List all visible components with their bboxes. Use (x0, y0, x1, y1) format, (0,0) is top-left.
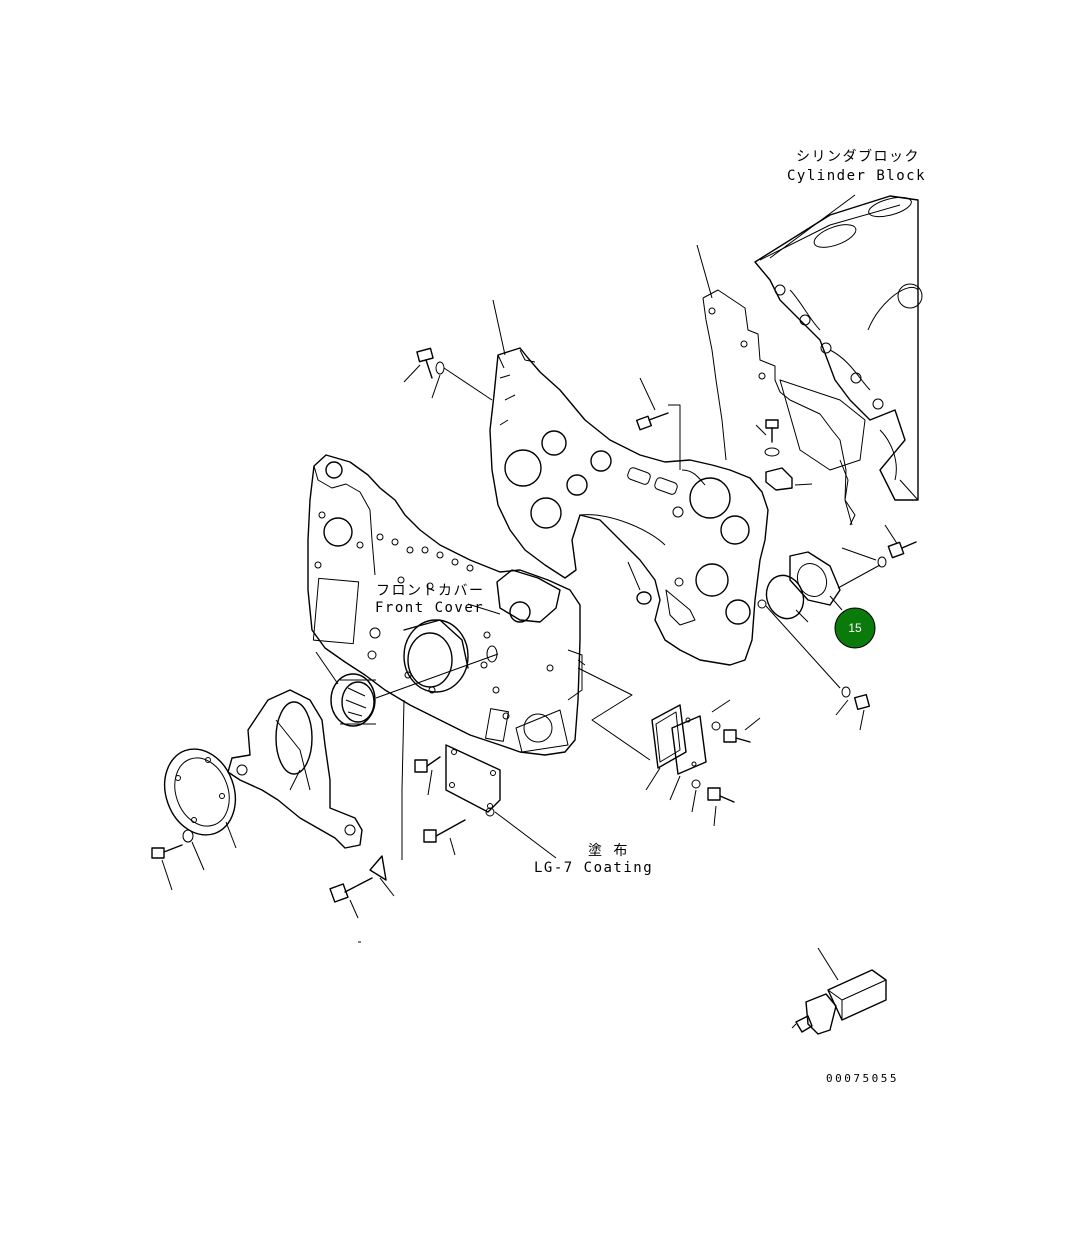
plug (627, 561, 871, 731)
bolt-with-washer (151, 829, 205, 891)
bolts (414, 756, 466, 856)
engine-mount-bracket (227, 689, 363, 849)
leader-line (884, 524, 899, 546)
cover-gasket (577, 667, 707, 801)
cover-plate (765, 541, 917, 623)
coating-en-label: LG-7 Coating (534, 860, 653, 876)
callout-15-marker[interactable] (834, 607, 876, 649)
callout-15-number[interactable]: 15 (848, 621, 862, 635)
leader-line (769, 194, 856, 259)
cylinder-block-en-label: Cylinder Block (787, 168, 926, 184)
bolts (635, 377, 813, 491)
front-cover (307, 454, 586, 756)
callout-15[interactable]: 15 (834, 607, 876, 649)
front-cover-en-label: Front Cover (375, 600, 484, 616)
gear-housing-plate (489, 347, 769, 666)
bolt-with-washer (403, 347, 493, 401)
drawing-number: 00075055 (826, 1072, 899, 1085)
leader-line (696, 244, 713, 299)
seal-housing (403, 619, 498, 694)
oil-seal (315, 651, 499, 727)
bolts (691, 699, 761, 827)
flange-cover (163, 748, 237, 849)
leader-line (492, 299, 506, 356)
cylinder-block-jp-label: シリンダブロック (796, 148, 920, 165)
coating-jp-label: 塗 布 (588, 842, 629, 859)
access-cover (445, 744, 557, 859)
special-tool (791, 947, 887, 1035)
leader-line (467, 603, 501, 615)
gasket (702, 289, 853, 526)
bolt-with-bracket (329, 699, 405, 943)
front-cover-jp-label: フロントカバー (376, 583, 485, 599)
